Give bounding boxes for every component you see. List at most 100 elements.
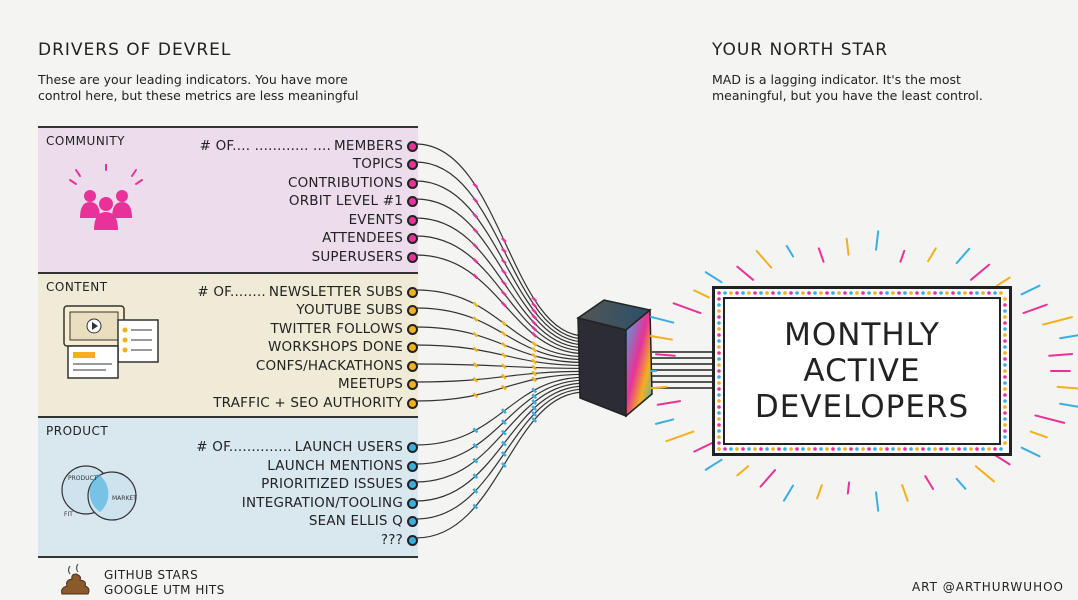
wire: [415, 198, 586, 346]
metric-row: TRAFFIC + SEO AUTHORITY: [213, 394, 418, 412]
bead: [1003, 375, 1007, 379]
bead: [921, 447, 925, 451]
sparkle-ray: [927, 247, 937, 263]
wire-dash: [531, 325, 538, 332]
metric-label: ???: [380, 532, 403, 548]
connector-dot: [407, 158, 418, 170]
sparkle-burst: [650, 230, 1078, 512]
bead: [717, 315, 721, 319]
connector-dot: [407, 251, 418, 263]
wire-dash: [531, 387, 538, 394]
wire-dash: [531, 411, 538, 417]
bead: [867, 447, 871, 451]
wire-dash: [531, 314, 538, 320]
wire-dash: [531, 405, 538, 411]
connector-dot: [407, 441, 418, 453]
bead: [747, 291, 751, 295]
wire-dash: [472, 257, 479, 264]
connector-dot: [407, 460, 418, 472]
bead: [969, 291, 973, 295]
art-credit: ART @ARTHURWUHOO: [911, 580, 1064, 594]
mixer-cube-icon: [576, 299, 653, 418]
bead: [903, 447, 907, 451]
sparkle-ray: [955, 477, 967, 490]
bead: [795, 447, 799, 451]
wire-dash: [531, 393, 538, 400]
wire-dash: [500, 247, 507, 254]
sparkle-ray: [1022, 303, 1048, 315]
bead: [939, 447, 943, 451]
wire-dash: [472, 316, 479, 323]
connector-dot: [407, 478, 418, 490]
bead: [723, 291, 727, 295]
metric-row: MEETUPS: [338, 375, 418, 393]
metric-row: ATTENDEES: [322, 229, 418, 247]
connector-dot: [407, 195, 418, 207]
venn-fit-text: FIT: [64, 511, 73, 518]
metric-label: WORKSHOPS DONE: [267, 339, 403, 355]
metric-label: SEAN ELLIS Q: [308, 513, 403, 529]
bead: [891, 447, 895, 451]
bead: [1003, 393, 1007, 397]
bead: [717, 357, 721, 361]
wire-dash: [472, 182, 479, 189]
bead: [831, 447, 835, 451]
wire-dash: [531, 296, 538, 303]
bead: [1003, 339, 1007, 343]
video-screen-icon: [63, 305, 159, 379]
bead: [717, 321, 721, 325]
sparkle-ray: [785, 244, 795, 258]
bead: [885, 447, 889, 451]
bead: [741, 447, 745, 451]
sparkle-ray: [1059, 402, 1078, 408]
metric-label: YOUTUBE SUBS: [296, 302, 403, 318]
sparkle-ray: [656, 400, 682, 406]
bead: [999, 291, 1003, 295]
bead: [837, 447, 841, 451]
north-star-panel: MONTHLY ACTIVE DEVELOPERS: [723, 297, 1001, 445]
metric-label: CONTRIBUTIONS: [287, 175, 403, 191]
bead: [1003, 309, 1007, 313]
bead: [819, 447, 823, 451]
bead: [1003, 297, 1007, 301]
wire-dash: [500, 290, 507, 297]
sparkle-ray: [736, 465, 750, 477]
metric-row: CONTRIBUTIONS: [288, 174, 418, 192]
sparkle-ray: [650, 315, 675, 324]
count-prefix: # OF........: [197, 284, 266, 300]
bead: [783, 447, 787, 451]
wire-dash: [500, 237, 507, 243]
wire-dash: [531, 358, 538, 365]
bead: [813, 291, 817, 295]
wire-dash: [500, 440, 507, 447]
sparkle-ray: [1059, 334, 1078, 340]
wire-dash: [500, 341, 507, 348]
metric-row: SEAN ELLIS Q: [309, 512, 418, 530]
bead: [855, 291, 859, 295]
bead: [729, 291, 733, 295]
bead: [777, 291, 781, 295]
wire: [415, 180, 586, 343]
people-group-icon: [69, 164, 143, 230]
venn-product-text: PRODUCT: [68, 475, 98, 482]
bead: [1003, 363, 1007, 367]
bead: [717, 429, 721, 433]
wire-dash: [531, 352, 538, 359]
bead: [1003, 333, 1007, 337]
sparkle-ray: [736, 265, 755, 281]
bead: [777, 447, 781, 451]
sparkle-ray: [693, 289, 710, 299]
bead: [861, 291, 865, 295]
connector-dot: [407, 397, 418, 409]
bead: [807, 447, 811, 451]
metric-row: EVENTS: [349, 211, 418, 229]
bead: [1003, 441, 1007, 445]
bead: [1003, 411, 1007, 415]
bead: [753, 447, 757, 451]
bead: [1003, 303, 1007, 307]
bead: [1003, 435, 1007, 439]
bead: [993, 291, 997, 295]
metric-row: PRIORITIZED ISSUES: [261, 475, 418, 493]
metric-label: LAUNCH MENTIONS: [267, 458, 403, 474]
wire-dash: [472, 273, 479, 280]
